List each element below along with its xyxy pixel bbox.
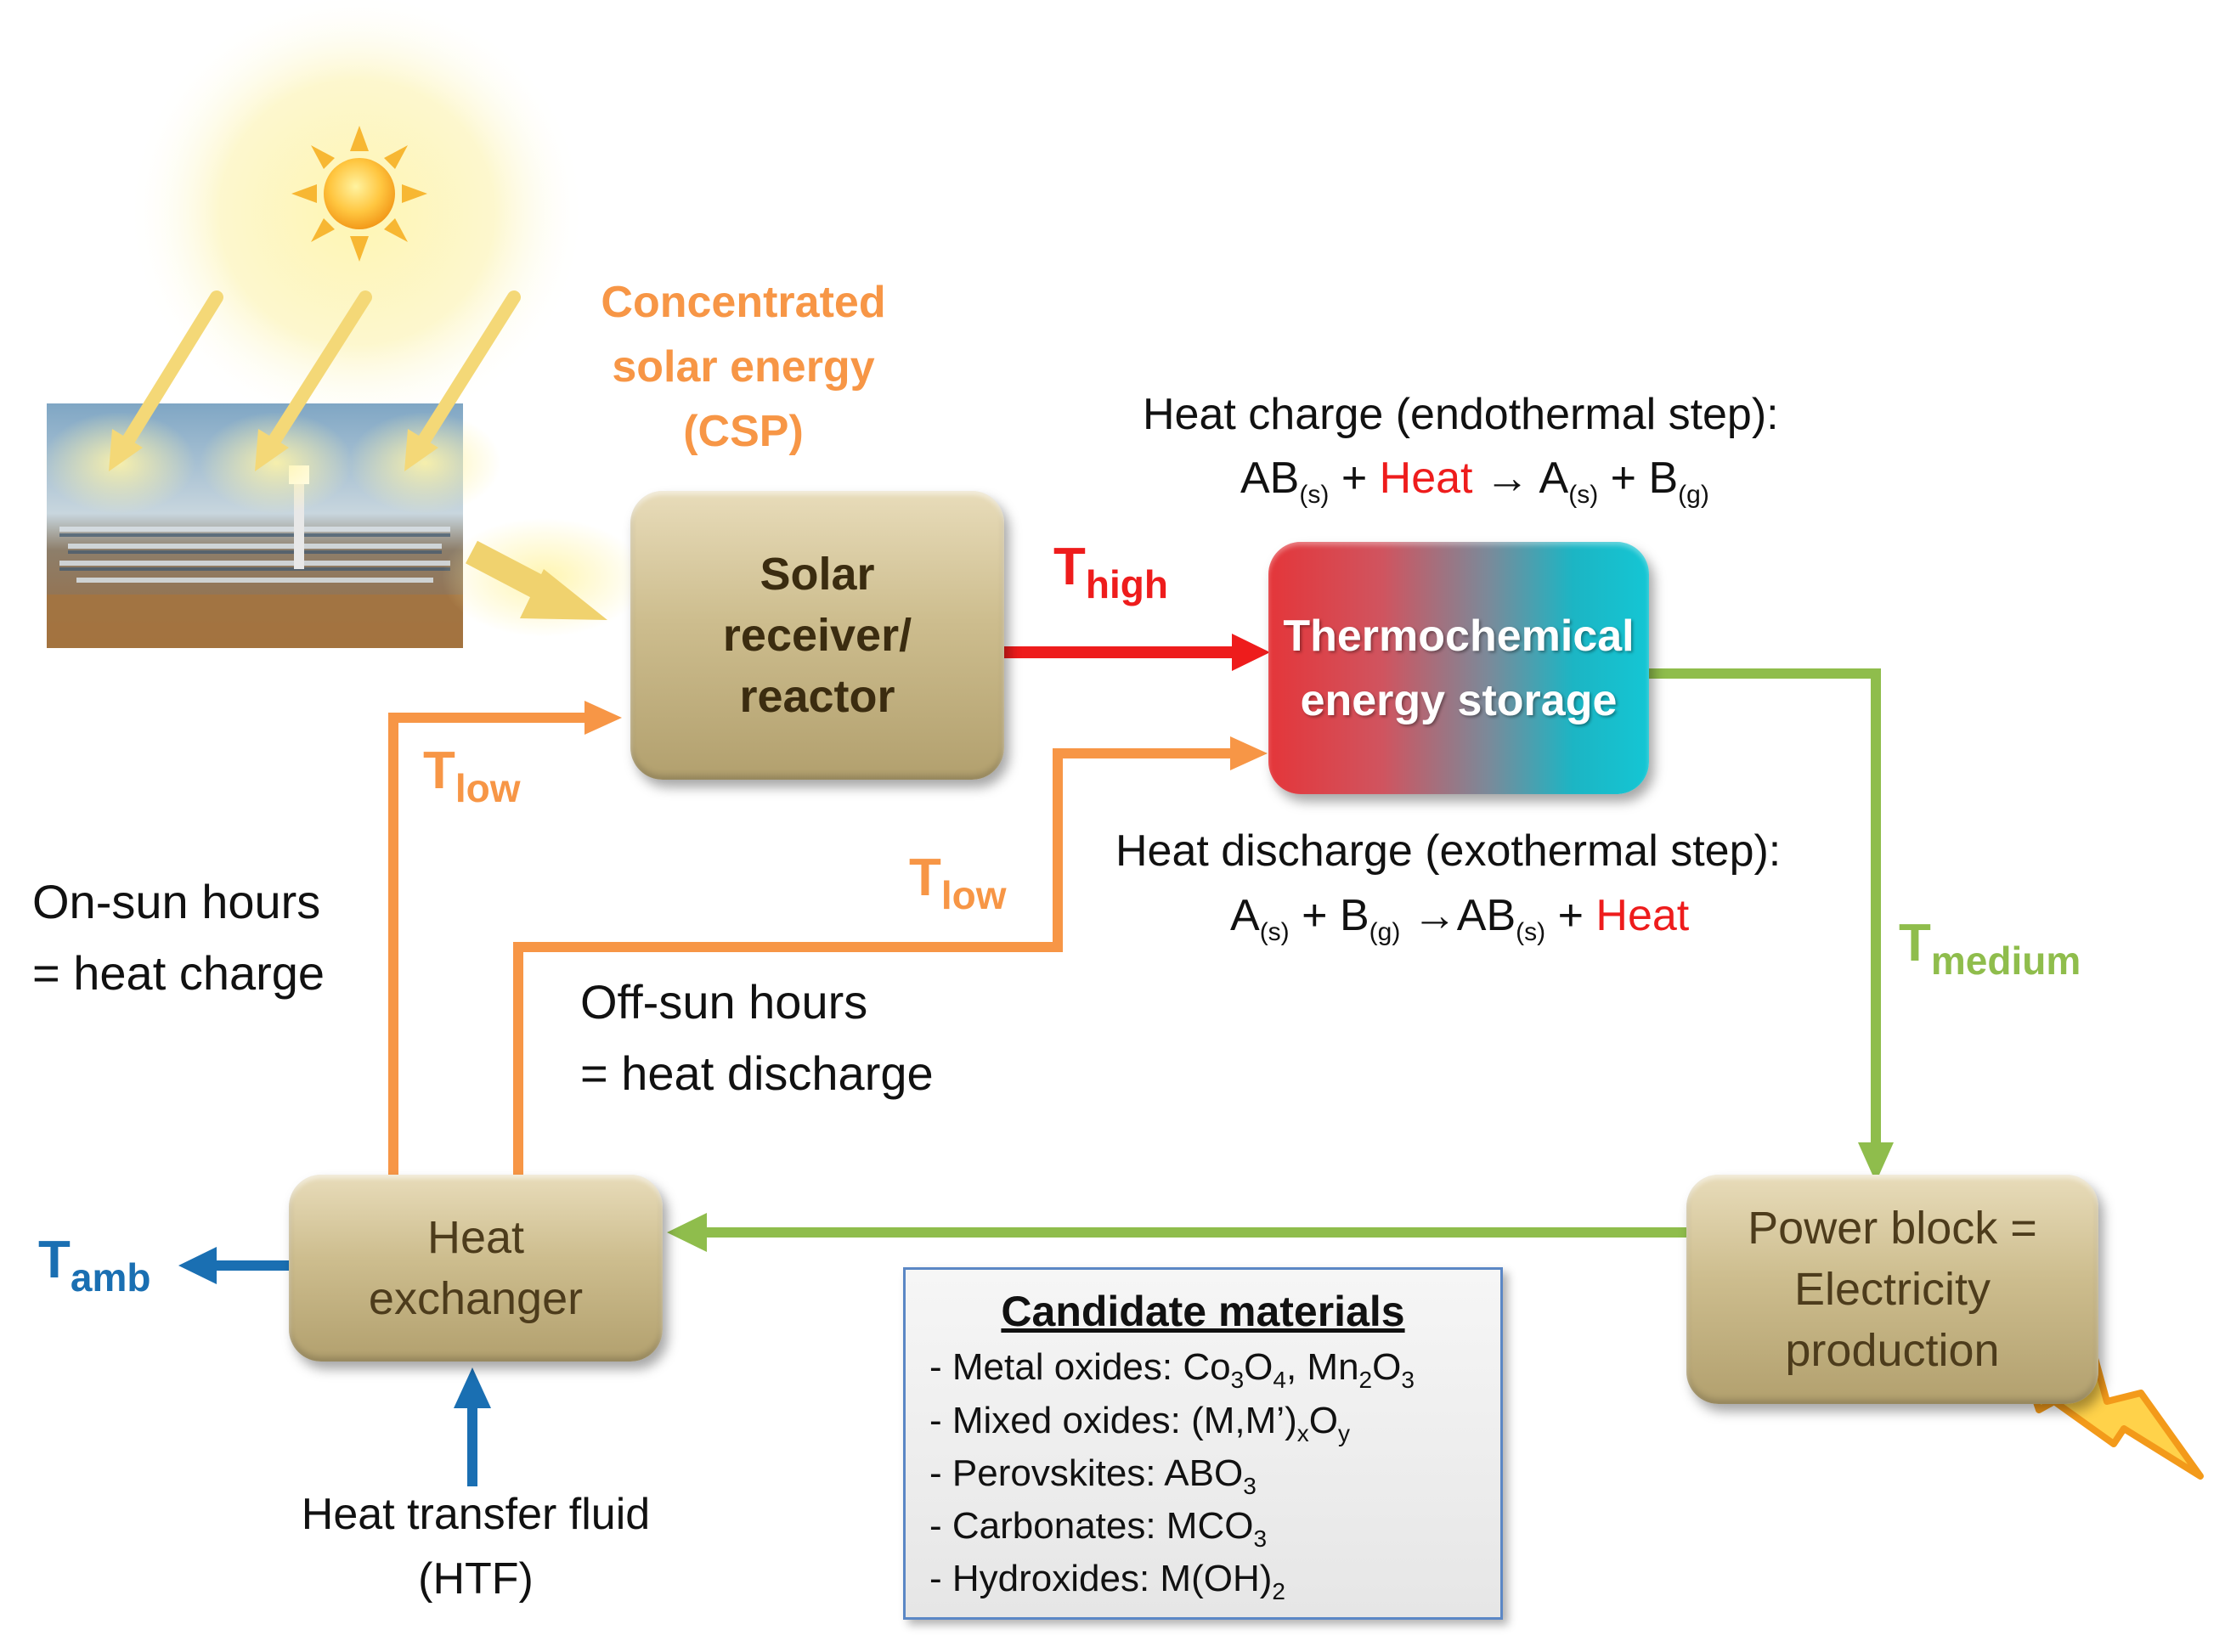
candidate-mixed-oxides: - Mixed oxides: (M,M’)xOy [929, 1400, 1350, 1446]
t-medium-label: Tmedium [1899, 914, 2081, 984]
candidate-materials-box: Candidate materials - Metal oxides: Co3O… [903, 1267, 1503, 1620]
csp-plant-image [47, 403, 463, 648]
thigh-arrow [1001, 634, 1270, 671]
t-amb-label: Tamb [38, 1231, 151, 1300]
htf-arrow [454, 1367, 491, 1486]
on-sun-label: On-sun hours = heat charge [32, 875, 325, 1000]
csp-to-receiver-arrow [466, 540, 607, 620]
heat-exchanger-box: Heat exchanger [289, 1175, 663, 1362]
t-low-charge-label: Tlow [423, 741, 521, 811]
sun-icon [291, 126, 427, 262]
candidate-metal-oxides: - Metal oxides: Co3O4, Mn2O3 [929, 1346, 1415, 1393]
off-sun-label: Off-sun hours = heat discharge [580, 975, 934, 1100]
heat-charge-equation: AB(s) + Heat → A(s) + B(g) [1240, 454, 1709, 509]
tlow-charge-path [388, 713, 586, 1176]
t-low-discharge-label: Tlow [909, 849, 1007, 918]
candidate-carbonates: - Carbonates: MCO3 [929, 1505, 1268, 1552]
sun-beams [121, 290, 521, 448]
heat-discharge-equation: A(s) + B(g) →AB(s) + Heat [1230, 891, 1690, 946]
ambient-arrow [178, 1247, 289, 1284]
tlow-discharge-path [513, 748, 1230, 1176]
t-high-label: Thigh [1053, 538, 1168, 607]
thermochemical-storage-box: Thermochemical energy storage [1268, 542, 1649, 794]
heat-charge-title: Heat charge (endothermal step): [1143, 390, 1779, 439]
candidate-hydroxides: - Hydroxides: M(OH)2 [929, 1558, 1285, 1604]
htf-label: Heat transfer fluid (HTF) [301, 1490, 651, 1604]
return-path [667, 1213, 1686, 1252]
csp-label: Concentrated solar energy (CSP) [601, 278, 886, 456]
heat-discharge-title: Heat discharge (exothermal step): [1115, 826, 1782, 876]
power-block-box: Power block = Electricity production [1686, 1175, 2098, 1404]
candidate-perovskites: - Perovskites: ABO3 [929, 1452, 1257, 1499]
candidate-materials-title: Candidate materials [1001, 1288, 1405, 1335]
tmedium-path [1644, 668, 1881, 1142]
solar-receiver-box: Solar receiver/ reactor [630, 491, 1004, 780]
